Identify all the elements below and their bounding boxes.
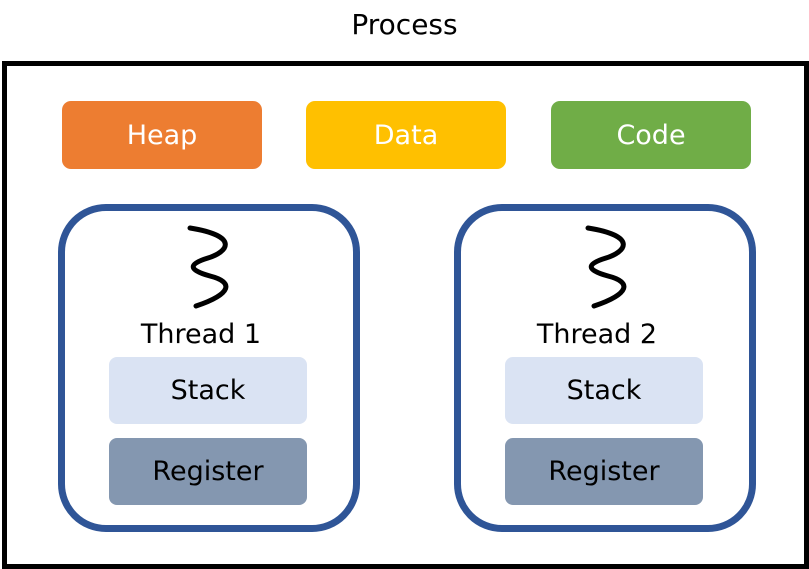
thread-2-squiggle-icon [585,225,627,309]
data-segment: Data [306,101,506,169]
thread-1-squiggle-icon [187,225,229,309]
thread-1-register: Register [109,438,307,505]
thread-1-stack: Stack [109,357,307,424]
thread-2-label: Thread 2 [536,319,658,350]
code-segment: Code [551,101,751,169]
heap-segment: Heap [62,101,262,169]
thread-2-register: Register [505,438,703,505]
process-title: Process [351,8,458,41]
thread-2-stack: Stack [505,357,703,424]
thread-1-label: Thread 1 [140,319,262,350]
